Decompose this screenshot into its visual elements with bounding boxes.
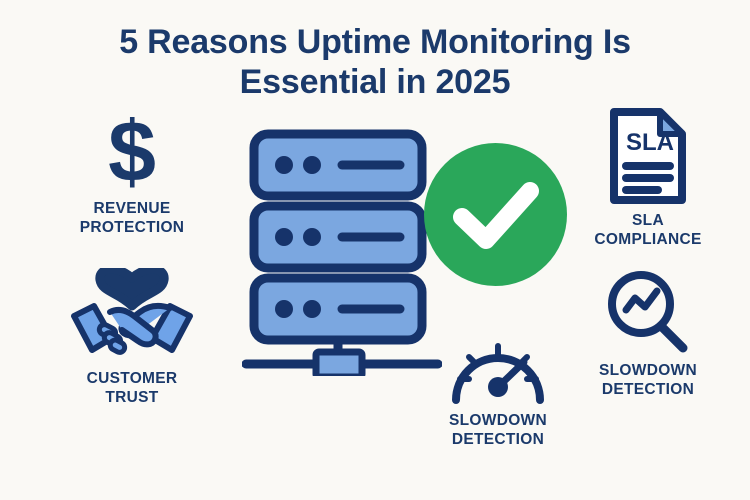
feature-slowdown-detection-magnifier: SLOWDOWN DETECTION xyxy=(553,268,743,400)
dollar-glyph: $ xyxy=(108,104,156,200)
feature-caption-customer-trust: CUSTOMER TRUST xyxy=(86,370,178,406)
magnifier-chart-icon xyxy=(553,268,743,356)
server-rack-icon xyxy=(241,128,443,381)
sla-document-label: SLA xyxy=(626,129,674,156)
dollar-sign-icon: $ xyxy=(22,104,242,200)
feature-caption-revenue-protection: REVENUE PROTECTION xyxy=(79,199,185,236)
handshake-heart-icon xyxy=(22,268,242,364)
feature-sla-compliance: SLA SLA COMPLIANCE xyxy=(553,106,743,250)
speedometer-gauge-icon xyxy=(398,330,598,406)
feature-revenue-protection: $ REVENUE PROTECTION xyxy=(22,104,242,238)
check-circle-icon xyxy=(424,143,567,291)
feature-slowdown-detection-gauge: SLOWDOWN DETECTION xyxy=(398,330,598,450)
page-title: 5 Reasons Uptime Monitoring Is Essential… xyxy=(119,23,631,102)
feature-customer-trust: CUSTOMER TRUST xyxy=(22,268,242,408)
feature-caption-slowdown-detection-gauge: SLOWDOWN DETECTION xyxy=(449,412,547,448)
feature-caption-sla-compliance: SLA COMPLIANCE xyxy=(594,212,702,248)
sla-document-icon: SLA xyxy=(553,106,743,206)
feature-caption-slowdown-detection-magnifier: SLOWDOWN DETECTION xyxy=(599,362,697,398)
